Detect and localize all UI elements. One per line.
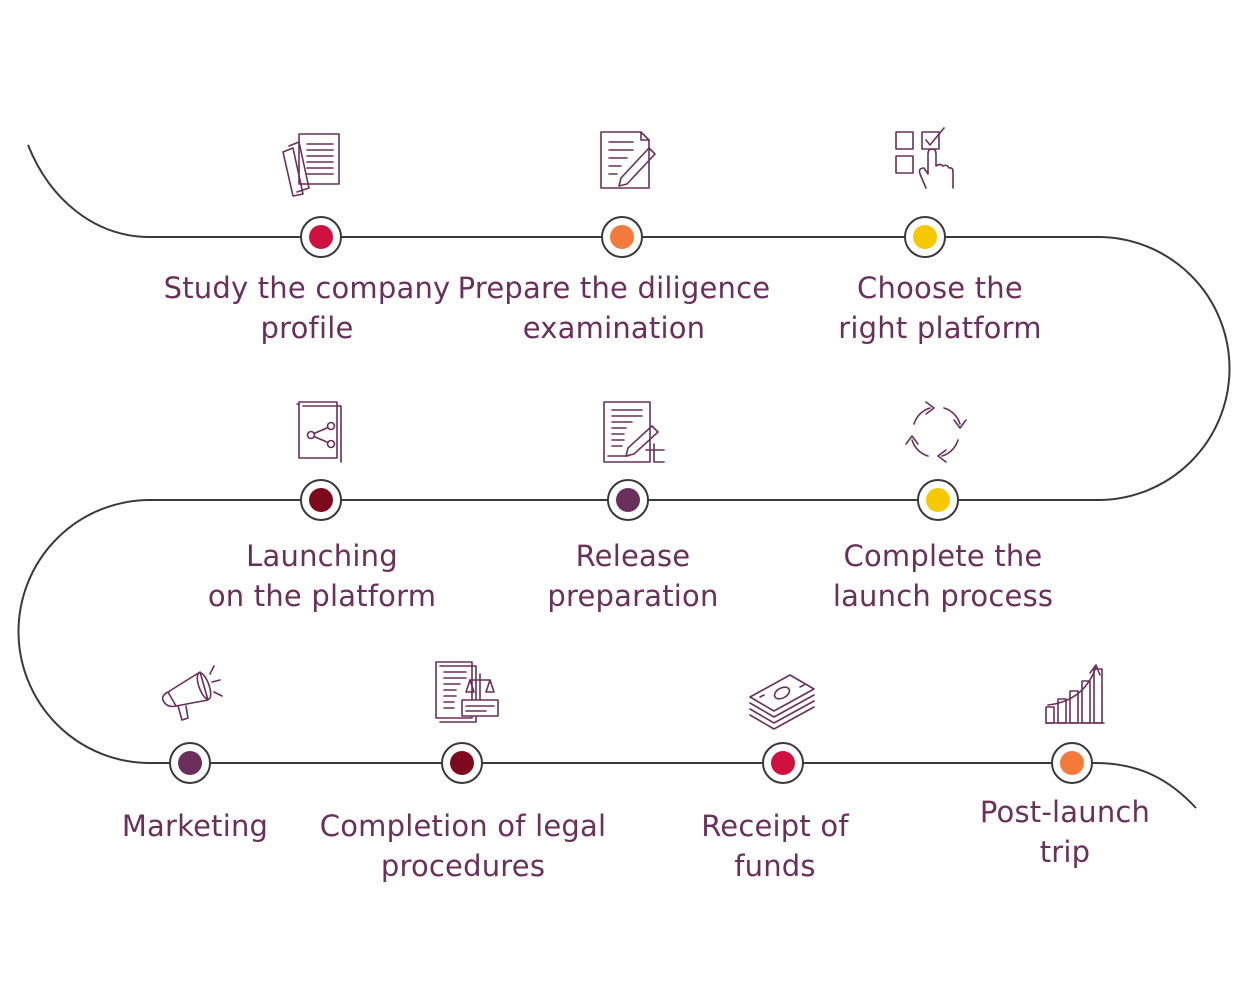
legal-documents-icon xyxy=(435,661,499,723)
node-dot xyxy=(616,488,640,512)
step-label-line2: on the platform xyxy=(207,579,437,613)
document-pen-icon xyxy=(600,131,656,189)
step-node xyxy=(607,479,649,521)
megaphone-icon xyxy=(161,665,223,721)
step-label-funds: Receipt of funds xyxy=(701,806,848,886)
step-label-platform: Choose the right platform xyxy=(838,268,1041,348)
step-label-line1: Release xyxy=(575,539,691,573)
step-label-diligence: Prepare the diligence examination xyxy=(458,268,771,348)
step-label-line1: Completion of legal xyxy=(319,809,607,843)
step-node xyxy=(169,742,211,784)
step-node xyxy=(300,479,342,521)
step-label-line2: launch process xyxy=(832,579,1054,613)
contract-sign-icon xyxy=(603,401,665,463)
step-label-line1: Marketing xyxy=(121,809,269,843)
roadmap-path xyxy=(17,144,1231,809)
documents-stack-icon xyxy=(282,133,340,197)
node-dot xyxy=(450,751,474,775)
step-label-line2: right platform xyxy=(838,311,1042,345)
step-node xyxy=(904,216,946,258)
step-label-complete-launch: Complete the launch process xyxy=(833,536,1053,616)
node-dot xyxy=(178,751,202,775)
step-label-line1: Receipt of xyxy=(701,809,849,843)
growth-chart-icon xyxy=(1045,664,1105,724)
step-label-line1: Post-launch xyxy=(979,795,1151,829)
step-label-line1: Study the company xyxy=(163,271,451,305)
step-node xyxy=(917,479,959,521)
step-label-line2: profile xyxy=(260,311,354,345)
node-dot xyxy=(1060,751,1084,775)
share-document-icon xyxy=(296,401,342,463)
step-label-line2: examination xyxy=(522,311,706,345)
node-dot xyxy=(610,225,634,249)
step-label-line2: procedures xyxy=(380,849,546,883)
step-label-line1: Choose the xyxy=(857,271,1023,305)
step-node xyxy=(300,216,342,258)
cycle-arrows-icon xyxy=(905,401,967,463)
step-node xyxy=(762,742,804,784)
step-label-line2: trip xyxy=(1039,835,1091,869)
icons-layer xyxy=(161,127,1105,730)
node-dot xyxy=(913,225,937,249)
node-dot xyxy=(309,488,333,512)
step-label-line1: Launching xyxy=(246,539,398,573)
step-node xyxy=(601,216,643,258)
step-label-release: Release preparation xyxy=(547,536,718,616)
node-dot xyxy=(926,488,950,512)
cash-stack-icon xyxy=(749,674,815,730)
node-dot xyxy=(771,751,795,775)
nodes-layer xyxy=(169,216,1093,784)
step-label-line1: Prepare the diligence xyxy=(457,271,771,305)
checklist-hand-icon xyxy=(895,127,954,189)
step-node xyxy=(1051,742,1093,784)
step-label-post-launch: Post-launch trip xyxy=(980,792,1150,872)
step-label-marketing: Marketing xyxy=(122,806,268,846)
step-label-study: Study the company profile xyxy=(164,268,451,348)
step-label-line2: preparation xyxy=(547,579,719,613)
step-label-launching: Launching on the platform xyxy=(208,536,436,616)
step-label-legal: Completion of legal procedures xyxy=(320,806,606,886)
step-node xyxy=(441,742,483,784)
step-label-line1: Complete the xyxy=(843,539,1043,573)
step-label-line2: funds xyxy=(734,849,816,883)
node-dot xyxy=(309,225,333,249)
